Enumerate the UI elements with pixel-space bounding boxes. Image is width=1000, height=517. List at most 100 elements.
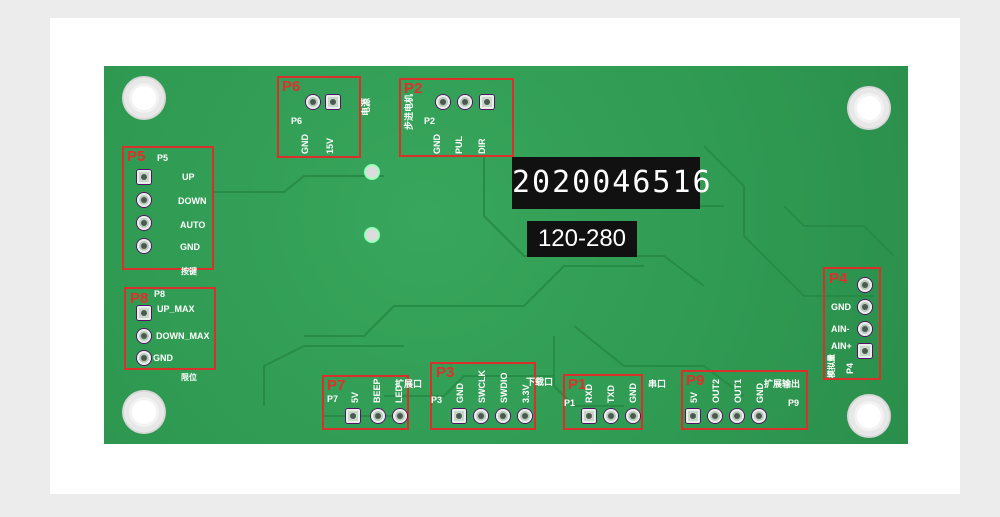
pin-pad <box>858 278 872 292</box>
pin-pad <box>137 239 151 253</box>
silk-label: UP <box>182 172 195 182</box>
mount-hole <box>124 78 164 118</box>
silk-label: 扩展输出 <box>764 379 801 389</box>
highlight-box-p9 <box>681 370 808 430</box>
silk-label: GND <box>300 134 310 154</box>
pin-pad <box>346 409 360 423</box>
silk-label: GND <box>628 383 638 403</box>
silk-label: GND <box>455 383 465 403</box>
silk-label: P7 <box>327 394 339 404</box>
silk-label: P2 <box>424 116 436 126</box>
connector-tag-p3: P3 <box>436 364 455 381</box>
pin-pad <box>371 409 385 423</box>
silk-label: UP_MAX <box>157 304 195 314</box>
silk-label: 电源 <box>361 97 371 116</box>
connector-tag-p8: P8 <box>130 290 149 307</box>
pin-pad <box>458 95 472 109</box>
silk-label: SWCLK <box>477 370 487 403</box>
silk-label: AIN- <box>831 324 850 334</box>
silk-label: P4 <box>845 362 855 374</box>
silk-label: PUL <box>454 136 464 154</box>
silk-label: P6 <box>291 116 303 126</box>
pin-pad <box>137 351 151 365</box>
silk-label: 5V <box>350 391 360 403</box>
pin-pad <box>436 95 450 109</box>
highlight-box-p6 <box>277 76 361 158</box>
highlight-box-p7 <box>322 375 409 430</box>
pin-pad <box>393 409 407 423</box>
pin-pad <box>582 409 596 423</box>
silk-label: DIR <box>477 138 487 155</box>
pin-pad <box>604 409 618 423</box>
highlight-box-p3 <box>430 362 536 430</box>
connector-tag-p9: P9 <box>686 372 705 389</box>
silk-label: P3 <box>431 395 443 405</box>
pin-pad <box>137 193 151 207</box>
silk-label: DOWN <box>178 196 207 206</box>
silk-label: P1 <box>564 398 576 408</box>
highlight-box-p2 <box>399 78 514 157</box>
silk-label: GND <box>180 242 200 252</box>
pin-pad <box>708 409 722 423</box>
pin-pad <box>858 322 872 336</box>
pin-pad <box>480 95 494 109</box>
connector-tag-p1: P1 <box>568 376 587 393</box>
silk-label: TXD <box>606 385 616 403</box>
mount-hole <box>849 396 889 436</box>
silk-label: OUT2 <box>711 378 721 403</box>
silk-label: GND <box>755 383 765 403</box>
silk-label: 扩展口 <box>395 379 423 389</box>
pin-pad <box>137 306 151 320</box>
silk-label: 限位 <box>181 373 197 382</box>
silk-label: GND <box>432 134 442 154</box>
connector-tag-p7: P7 <box>327 377 346 394</box>
pin-pad <box>752 409 766 423</box>
model-sticker: 120-280 <box>527 221 637 257</box>
silk-label: 15V <box>325 137 335 154</box>
silk-label: LED <box>394 385 404 403</box>
silk-label: BEEP <box>372 378 382 403</box>
silk-label: P5 <box>157 153 169 163</box>
connector-tag-p2: P2 <box>404 80 423 97</box>
pin-pad <box>137 216 151 230</box>
connector-tag-p4: P4 <box>829 270 848 287</box>
pin-pad <box>452 409 466 423</box>
silk-label: 3.3V <box>521 384 531 403</box>
silk-label: OUT1 <box>733 378 743 403</box>
mount-hole <box>124 392 164 432</box>
silk-label: 下载口 <box>526 377 554 387</box>
via-pad <box>366 229 378 241</box>
silk-label: P9 <box>788 398 800 408</box>
pin-pad <box>496 409 510 423</box>
pin-pad <box>518 409 532 423</box>
pin-pad <box>686 409 700 423</box>
silk-label: 串口 <box>648 379 667 389</box>
silk-label: 步进电机 <box>404 93 414 130</box>
silk-label: 5V <box>689 391 699 403</box>
silk-label: 模拟量 <box>827 354 836 378</box>
silk-label: RXD <box>584 383 594 403</box>
via-pad <box>366 166 378 178</box>
highlight-box-p4 <box>823 267 881 380</box>
silk-label: DOWN_MAX <box>156 331 210 341</box>
connector-tag-p5: P5 <box>127 148 146 165</box>
highlight-box-p8 <box>124 287 216 370</box>
pin-pad <box>730 409 744 423</box>
pcb-traces <box>214 145 895 417</box>
silk-label: 按键 <box>181 267 197 276</box>
pin-pad <box>858 344 872 358</box>
pcb-board <box>104 66 908 444</box>
silk-label: GND <box>831 302 851 312</box>
highlight-box-p5 <box>122 146 214 270</box>
silk-label: GND <box>153 353 173 363</box>
pin-pad <box>137 170 151 184</box>
pin-pad <box>326 95 340 109</box>
silk-label: AUTO <box>180 220 206 230</box>
silk-label: AIN+ <box>831 341 852 351</box>
mount-hole <box>849 88 889 128</box>
pin-pad <box>858 300 872 314</box>
pin-pad <box>474 409 488 423</box>
pin-pad <box>306 95 320 109</box>
pin-pad <box>626 409 640 423</box>
